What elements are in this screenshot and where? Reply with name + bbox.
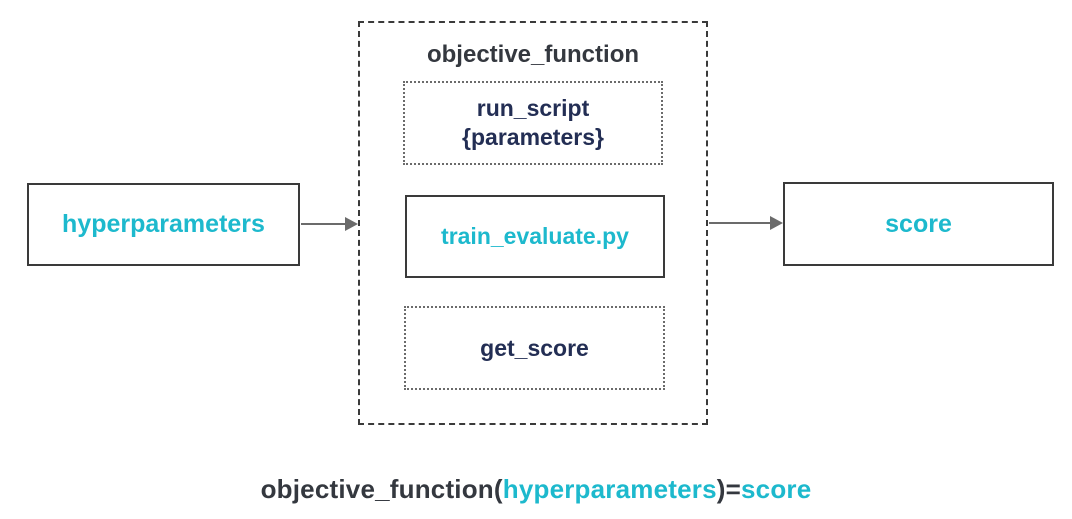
formula-equals: )= <box>716 474 741 504</box>
arrowhead-right-icon <box>345 217 358 231</box>
hyperparameters-label: hyperparameters <box>62 210 265 238</box>
arrow-shaft <box>709 222 772 224</box>
run-script-label-line2: {parameters} <box>462 124 604 150</box>
formula-function-name: objective_function( <box>260 474 503 504</box>
formula-caption: objective_function(hyperparameters)=scor… <box>0 474 1072 505</box>
arrowhead-right-icon <box>770 216 783 230</box>
score-box: score <box>783 182 1054 266</box>
train-evaluate-box: train_evaluate.py <box>405 195 665 278</box>
train-evaluate-label: train_evaluate.py <box>441 223 629 249</box>
formula-argument: hyperparameters <box>502 474 717 504</box>
hyperparameters-box: hyperparameters <box>27 183 300 266</box>
get-score-label: get_score <box>480 334 589 361</box>
run-script-box: run_script {parameters} <box>403 81 663 165</box>
arrow-shaft <box>301 223 347 225</box>
score-label: score <box>885 209 952 238</box>
objective-function-title: objective_function <box>426 41 640 68</box>
get-score-box: get_score <box>404 306 665 390</box>
formula-result: score <box>741 474 812 504</box>
run-script-label-line1: run_script <box>476 95 590 122</box>
